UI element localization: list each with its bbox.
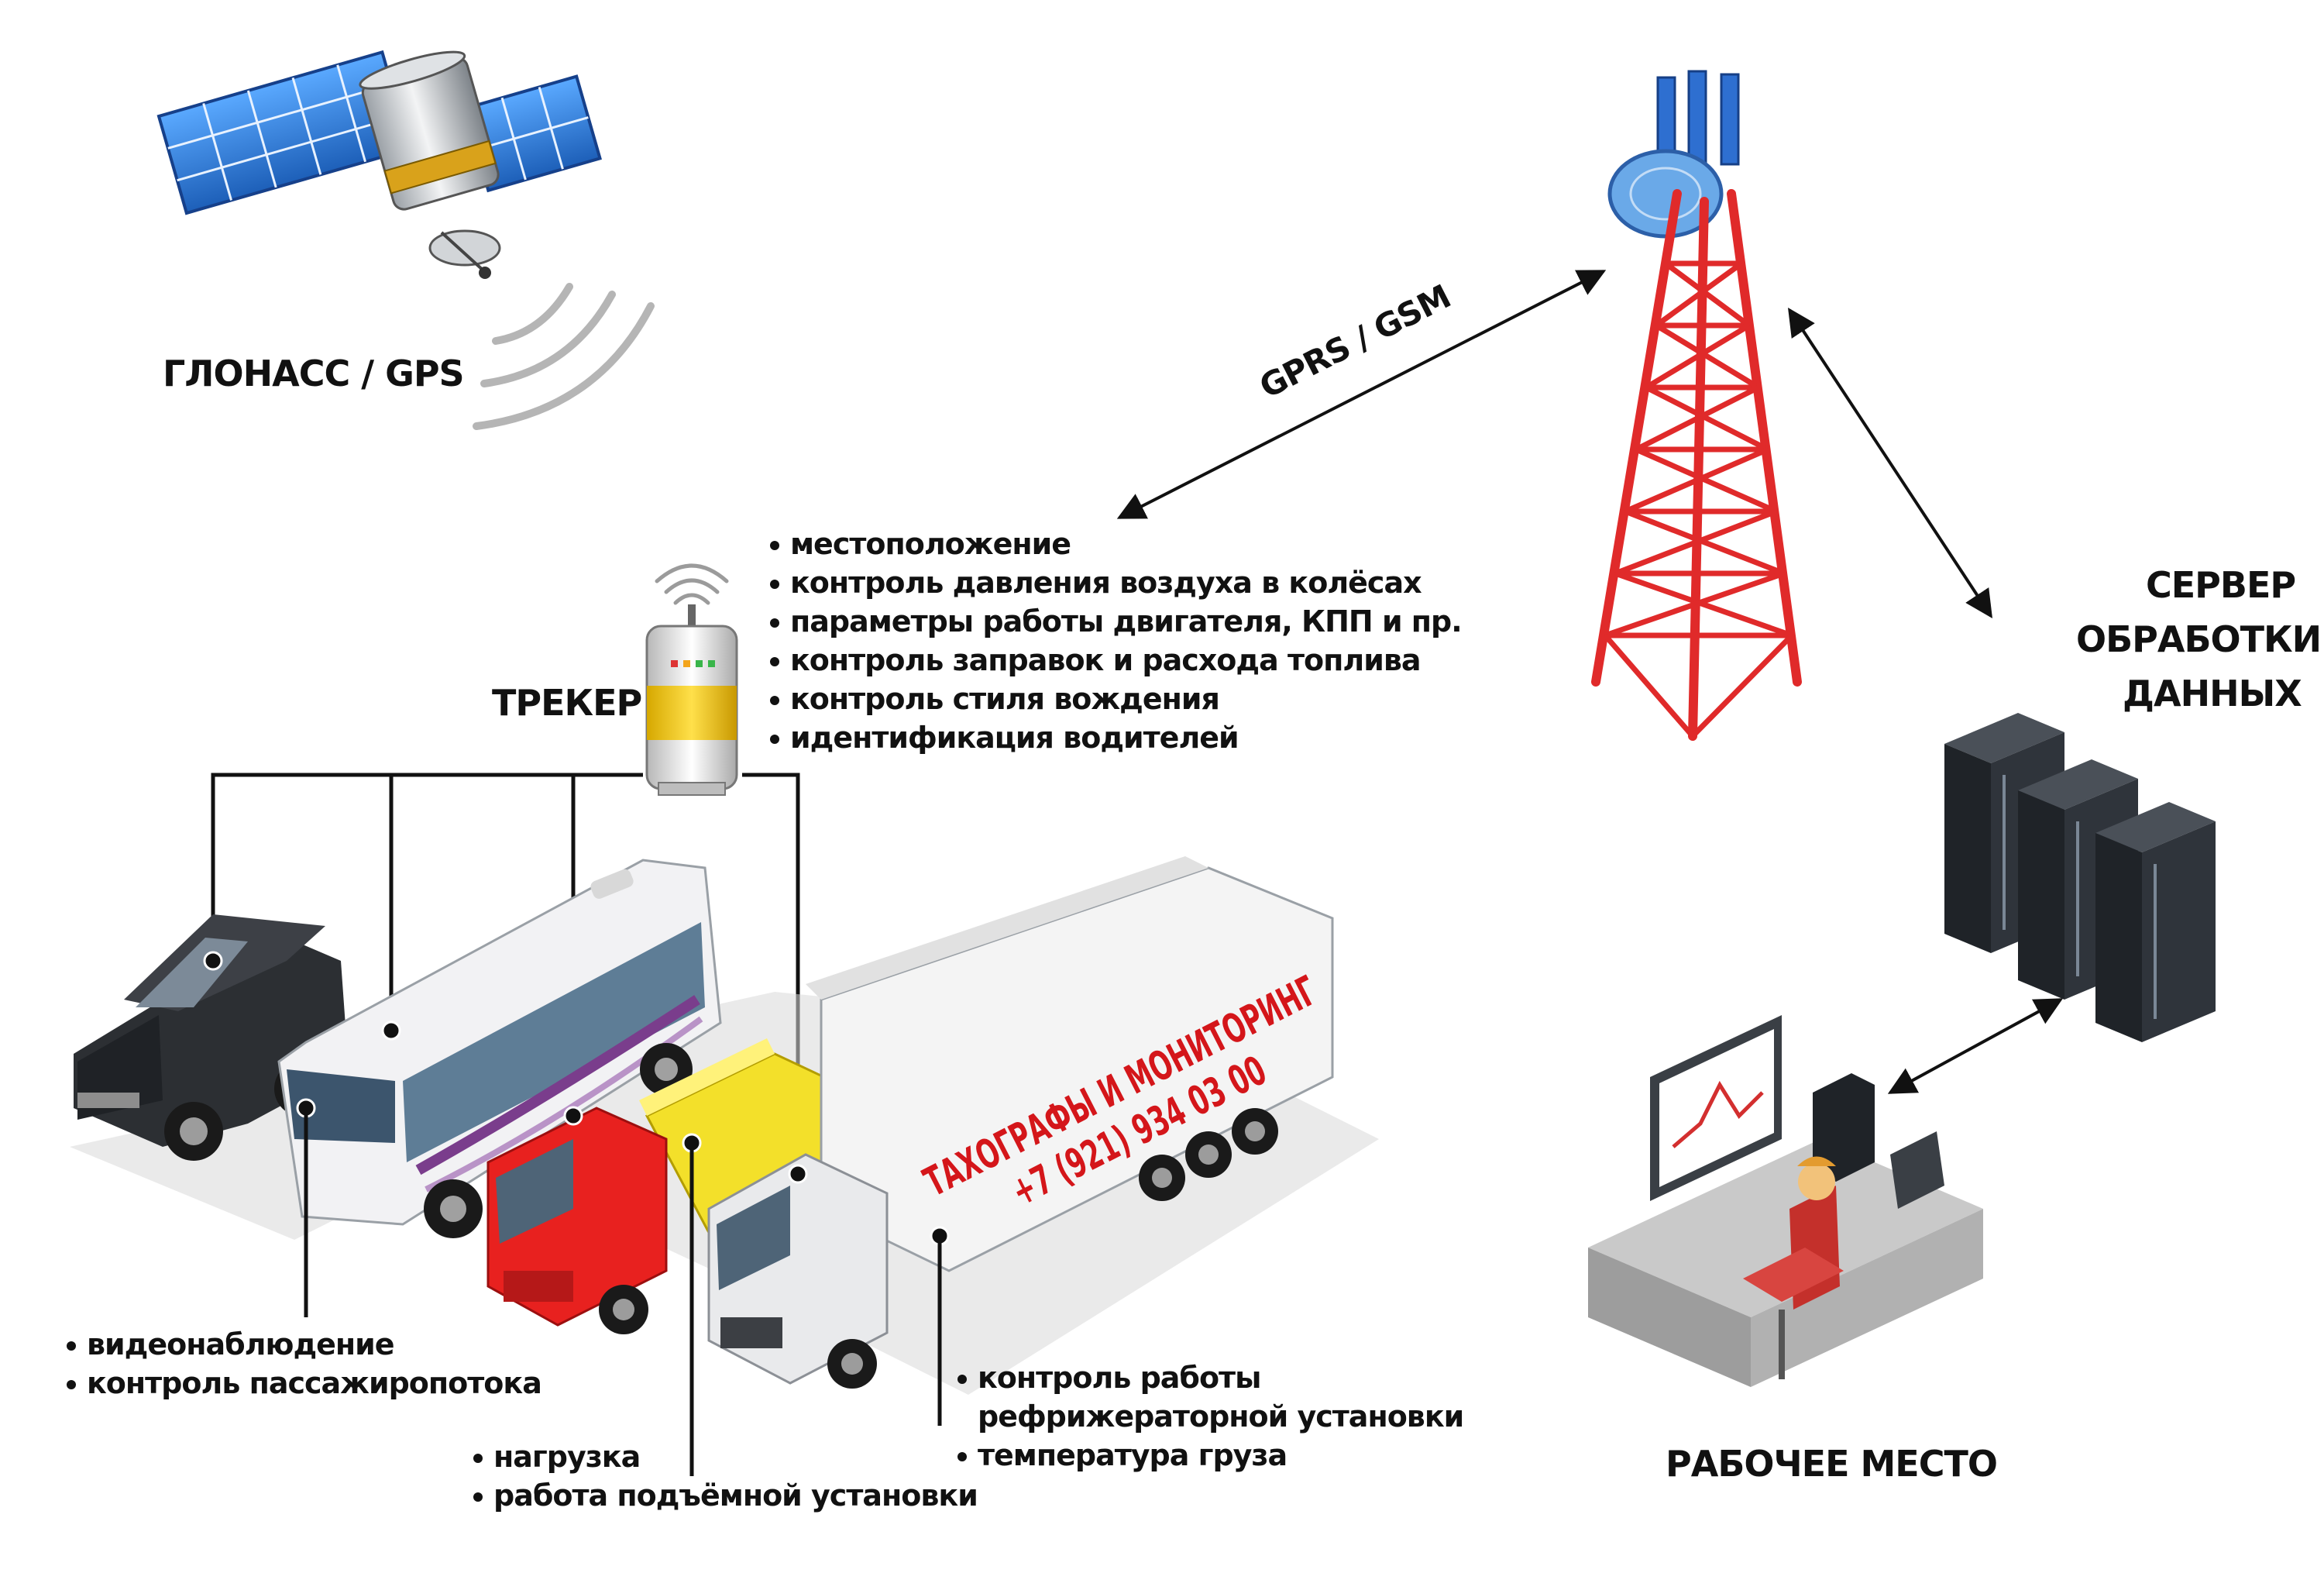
arrow-server-workplace xyxy=(1887,998,2064,1094)
reefer-feature-list: контроль работы рефрижераторной установк… xyxy=(954,1358,1464,1475)
dump-truck-feature-list: нагрузка работа подъёмной установки xyxy=(470,1437,978,1515)
workplace-label: РАБОЧЕЕ МЕСТО xyxy=(1666,1443,1998,1485)
workplace-icon xyxy=(1588,1015,1983,1387)
server-rack-icon xyxy=(1944,713,2216,1042)
list-item: местоположение xyxy=(767,525,1462,563)
server-label-line1: СЕРВЕР xyxy=(2146,564,2296,606)
list-item: работа подъёмной установки xyxy=(470,1476,978,1515)
list-item: контроль заправок и расхода топлива xyxy=(767,641,1462,680)
list-item: идентификация водителей xyxy=(767,718,1462,757)
list-item: нагрузка xyxy=(470,1437,978,1476)
cell-tower-icon xyxy=(1591,70,1802,741)
arrow-tracker-tower xyxy=(1116,270,1607,519)
list-item: температура груза xyxy=(954,1436,1463,1475)
vehicle-callout-lines xyxy=(304,1108,942,1476)
list-item: контроль работы xyxy=(954,1358,1463,1397)
list-item: контроль давления воздуха в колёсах xyxy=(767,563,1462,602)
server-label-line2: ОБРАБОТКИ xyxy=(2076,618,2322,660)
list-item-continuation: рефрижераторной установки xyxy=(978,1399,1464,1434)
satellite-label: ГЛОНАСС / GPS xyxy=(163,353,465,394)
server-label-line3: ДАННЫХ xyxy=(2123,673,2302,714)
tracker-device-icon xyxy=(645,563,738,796)
bus-vehicle-icon xyxy=(277,859,722,1238)
satellite-icon xyxy=(156,50,602,279)
tracker-label: ТРЕКЕР xyxy=(492,682,642,724)
list-item: контроль пассажиропотока xyxy=(64,1364,542,1403)
list-item: параметры работы двигателя, КПП и пр. xyxy=(767,602,1463,641)
satellite-signal-icon xyxy=(473,283,655,430)
arrow-tower-server xyxy=(1788,307,1992,619)
tracker-feature-list: местоположение контроль давления воздуха… xyxy=(767,525,1463,757)
list-item: видеонаблюдение xyxy=(64,1325,541,1364)
list-item: контроль стиля вождения xyxy=(767,680,1462,718)
bus-feature-list: видеонаблюдение контроль пассажиропотока xyxy=(64,1325,542,1403)
